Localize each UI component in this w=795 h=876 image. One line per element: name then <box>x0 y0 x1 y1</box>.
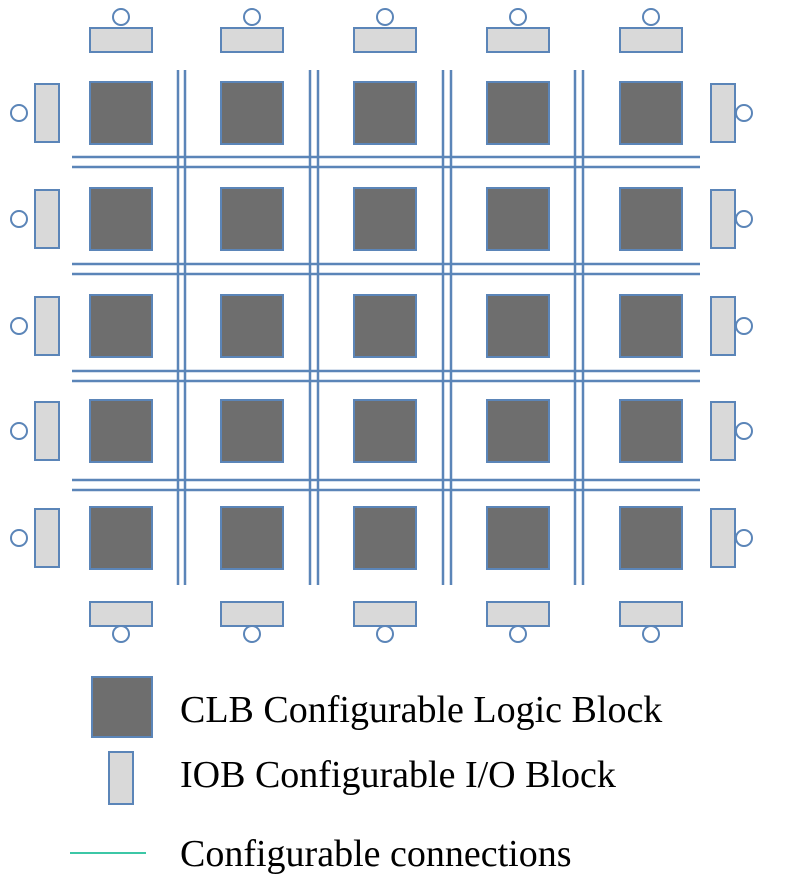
iob-block-left <box>34 401 60 461</box>
iob-block-left <box>34 508 60 568</box>
iob-block-bottom <box>486 601 550 627</box>
clb-block <box>89 187 153 251</box>
clb-grid <box>89 81 683 570</box>
clb-block <box>486 187 550 251</box>
io-pin-bottom <box>376 625 394 643</box>
io-pin-right <box>735 317 753 335</box>
io-pin-top <box>376 8 394 26</box>
clb-block <box>353 81 417 145</box>
io-pin-right <box>735 210 753 228</box>
clb-block <box>220 187 284 251</box>
iob-block-bottom <box>220 601 284 627</box>
routing-channels <box>72 70 700 585</box>
iob-block-top <box>220 27 284 53</box>
clb-block <box>353 399 417 463</box>
io-pin-top <box>509 8 527 26</box>
legend-connections-label: Configurable connections <box>180 833 572 875</box>
clb-block <box>486 81 550 145</box>
clb-block <box>619 187 683 251</box>
io-pin-left <box>10 317 28 335</box>
iob-block-top <box>486 27 550 53</box>
io-pin-bottom <box>642 625 660 643</box>
clb-block <box>89 506 153 570</box>
clb-block <box>619 294 683 358</box>
legend-iob-swatch <box>108 751 134 805</box>
clb-block <box>220 294 284 358</box>
clb-block <box>89 294 153 358</box>
clb-block <box>353 187 417 251</box>
io-pin-right <box>735 529 753 547</box>
io-pin-bottom <box>112 625 130 643</box>
clb-block <box>619 81 683 145</box>
io-pin-right <box>735 104 753 122</box>
iob-block-top <box>89 27 153 53</box>
iob-block-top <box>619 27 683 53</box>
io-pin-right <box>735 422 753 440</box>
legend-iob-label: IOB Configurable I/O Block <box>180 754 616 796</box>
iob-block-right <box>710 189 736 249</box>
iob-block-right <box>710 83 736 143</box>
clb-block <box>619 506 683 570</box>
io-pin-left <box>10 210 28 228</box>
iob-block-bottom <box>353 601 417 627</box>
io-pin-left <box>10 422 28 440</box>
clb-block <box>220 81 284 145</box>
clb-block <box>486 294 550 358</box>
iob-block-left <box>34 189 60 249</box>
clb-block <box>89 399 153 463</box>
iob-ring <box>10 8 753 643</box>
io-pin-left <box>10 529 28 547</box>
clb-block <box>486 399 550 463</box>
io-pin-top <box>642 8 660 26</box>
io-pin-bottom <box>509 625 527 643</box>
iob-block-left <box>34 83 60 143</box>
iob-block-top <box>353 27 417 53</box>
iob-block-right <box>710 508 736 568</box>
io-pin-bottom <box>243 625 261 643</box>
iob-block-left <box>34 296 60 356</box>
clb-block <box>220 506 284 570</box>
iob-block-bottom <box>619 601 683 627</box>
iob-block-right <box>710 401 736 461</box>
clb-block <box>353 506 417 570</box>
legend-clb-swatch <box>91 676 153 738</box>
clb-block <box>353 294 417 358</box>
legend: CLB Configurable Logic Block IOB Configu… <box>70 676 662 875</box>
clb-block <box>220 399 284 463</box>
clb-block <box>486 506 550 570</box>
io-pin-top <box>243 8 261 26</box>
clb-block <box>89 81 153 145</box>
legend-clb-label: CLB Configurable Logic Block <box>180 689 662 731</box>
io-pin-top <box>112 8 130 26</box>
clb-block <box>619 399 683 463</box>
io-pin-left <box>10 104 28 122</box>
iob-block-bottom <box>89 601 153 627</box>
iob-block-right <box>710 296 736 356</box>
